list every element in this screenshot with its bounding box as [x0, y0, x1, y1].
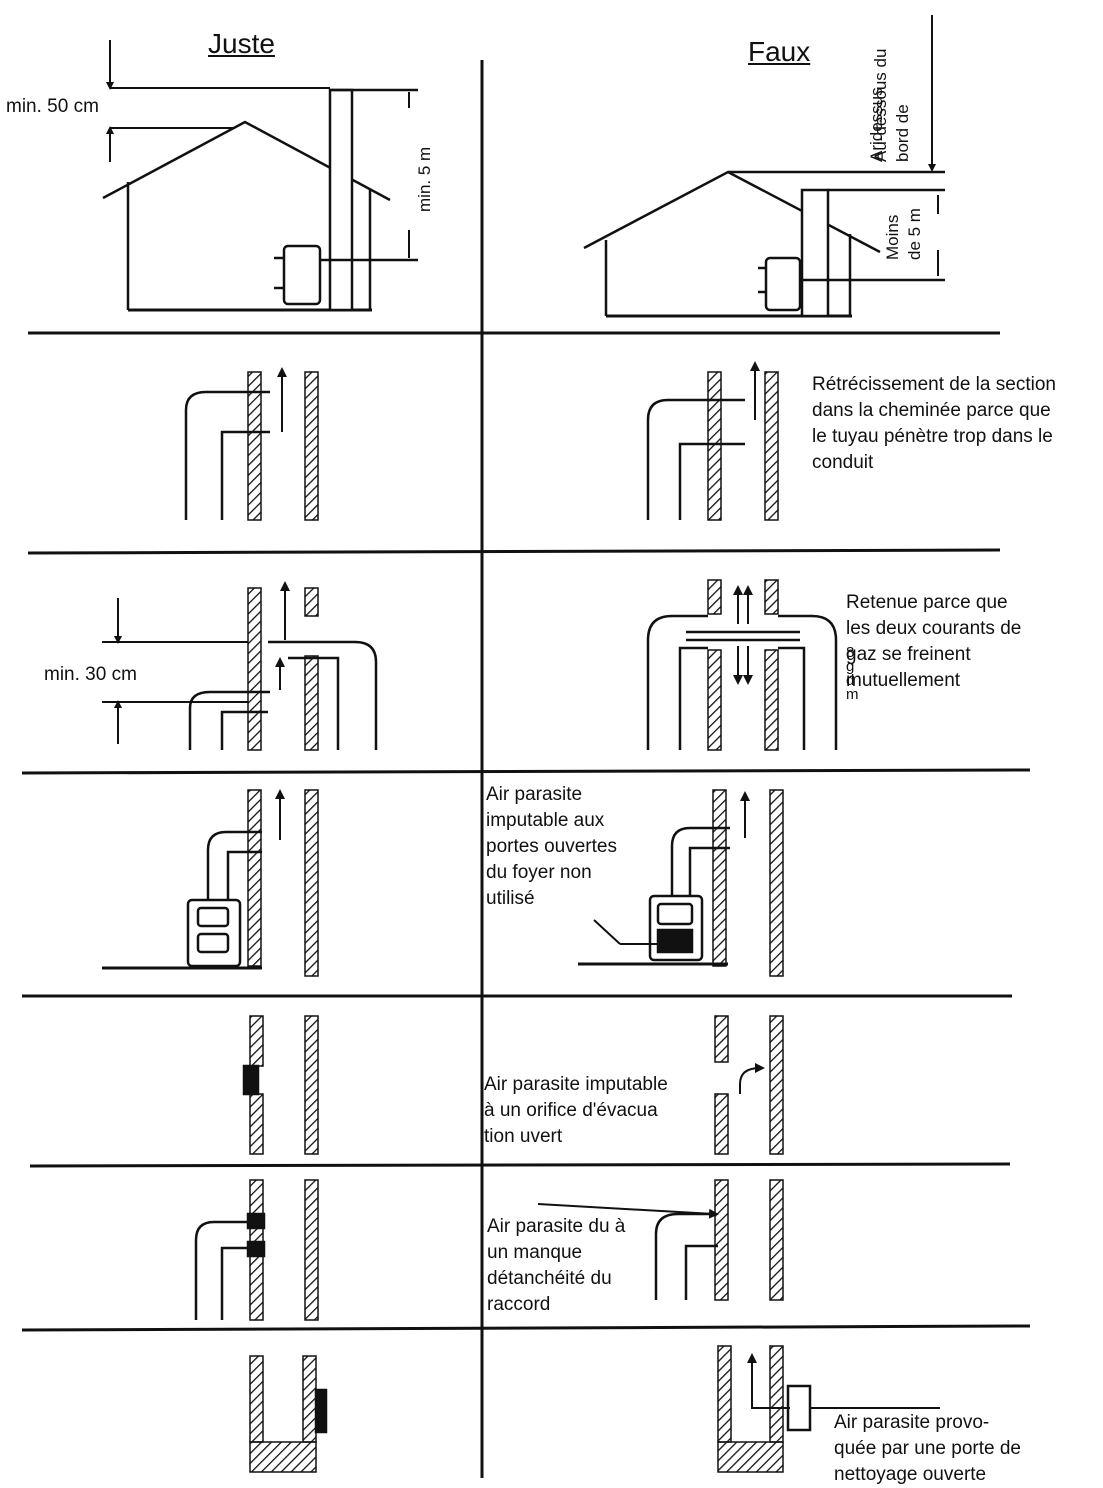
caption-narrowing: Rétrécissement de la section dans la che…	[812, 374, 1056, 473]
label-less-than-5m: Moins de 5 m	[883, 208, 924, 260]
cleanout-correct	[249, 1355, 328, 1473]
house-wrong	[583, 15, 945, 318]
label-min-30cm: min. 30 cm	[44, 664, 137, 685]
label-min-5m: min. 5 m	[415, 146, 434, 212]
label-min-50cm: min. 50 cm	[6, 96, 99, 117]
house-correct	[102, 40, 418, 312]
joint-correct	[194, 1179, 319, 1321]
caption-cleanout-door: Air parasite provo- quée par une porte d…	[834, 1412, 1021, 1485]
caption-opposing-overlay: 8 g d m	[846, 644, 859, 703]
header-wrong: Faux	[748, 36, 811, 67]
caption-leaky-joint: Air parasite du à un manque détanchéité …	[487, 1216, 626, 1315]
stove-correct	[102, 789, 319, 977]
pipe-wrong-row3	[646, 579, 838, 751]
pipe-correct-row2	[184, 367, 319, 521]
caption-opposing-flows: Retenue parce que les deux courants de g…	[846, 592, 1022, 691]
grid-lines	[21, 60, 1031, 1478]
pipe-correct-row3	[102, 581, 378, 751]
cleanout-wrong	[717, 1345, 940, 1473]
joint-wrong	[537, 1179, 784, 1301]
pipe-wrong-row2	[646, 361, 779, 521]
stove-wrong	[578, 789, 784, 977]
caption-open-doors: Air parasite imputable aux portes ouvert…	[486, 784, 617, 909]
orifice-correct	[242, 1015, 319, 1155]
label-below-edge-overlay: Aridessus	[867, 87, 886, 162]
header-correct: Juste	[208, 28, 275, 59]
caption-open-orifice: Air parasite imputable à un orifice d'év…	[484, 1074, 668, 1147]
orifice-wrong	[714, 1015, 784, 1155]
